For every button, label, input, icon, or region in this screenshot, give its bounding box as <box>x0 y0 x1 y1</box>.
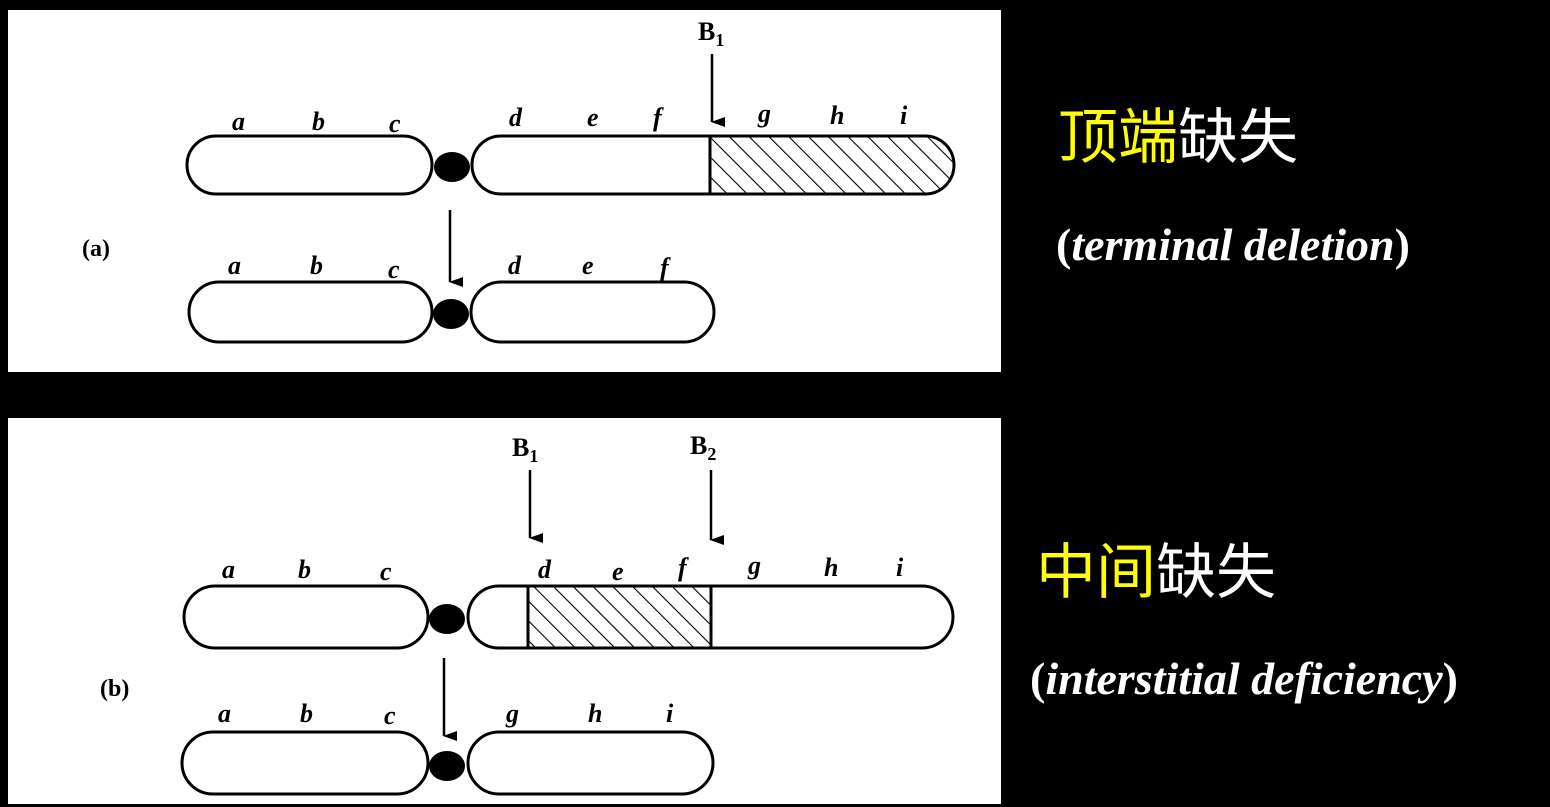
interstitial-title-highlight: 中间 <box>1036 538 1156 608</box>
top-centromere <box>434 152 470 182</box>
gene-label: b <box>298 555 311 584</box>
gene-label: g <box>505 699 519 728</box>
gene-label: e <box>612 557 624 586</box>
top-centromere <box>429 604 465 634</box>
gene-label: h <box>830 101 844 130</box>
break-label-b1: B1 <box>512 433 538 466</box>
gene-label: c <box>389 109 401 138</box>
interstitial-deletion-panel: B1 B2 a b c d e f g h i (b) a b c g h i <box>8 418 1001 804</box>
interstitial-deficiency-english: (interstitial deficiency) <box>1030 653 1458 704</box>
gene-label: g <box>757 99 771 128</box>
interstitial-deletion-title: 中间缺失 <box>1036 543 1276 603</box>
gene-label: a <box>232 107 245 136</box>
gene-label: i <box>896 553 904 582</box>
panel-label: (a) <box>82 236 110 262</box>
terminal-title-highlight: 顶端 <box>1058 103 1178 173</box>
panel-label: (b) <box>100 676 129 702</box>
gene-label: f <box>660 253 671 282</box>
gene-label: d <box>509 103 523 132</box>
gene-label: c <box>384 701 396 730</box>
gene-label: e <box>587 103 599 132</box>
gene-label: d <box>508 251 522 280</box>
gene-label: c <box>380 557 392 586</box>
terminal-title-rest: 缺失 <box>1178 103 1298 173</box>
gene-label: d <box>538 555 552 584</box>
terminal-deletion-english: (terminal deletion) <box>1056 219 1410 270</box>
gene-label: c <box>388 255 400 284</box>
interstitial-deletion-diagram: B1 B2 a b c d e f g h i (b) a b c g h i <box>100 431 955 796</box>
gene-label: g <box>747 551 761 580</box>
terminal-deletion-diagram: B1 a b c d e f g h i (a) a b c d e f <box>82 17 956 344</box>
gene-label: b <box>300 699 313 728</box>
terminal-deletion-title: 顶端缺失 <box>1058 108 1298 168</box>
gene-label: f <box>653 103 664 132</box>
top-left-arm <box>182 584 430 650</box>
gene-label: e <box>582 251 594 280</box>
terminal-deletion-panel: B1 a b c d e f g h i (a) a b c d e f <box>8 10 1001 372</box>
deleted-segment <box>710 136 954 194</box>
bottom-centromere <box>433 299 469 329</box>
gene-label: a <box>228 251 241 280</box>
top-left-arm <box>185 134 434 196</box>
gene-label: b <box>312 107 325 136</box>
gene-label: h <box>588 699 602 728</box>
gene-label: i <box>900 101 908 130</box>
bottom-right-arm <box>469 280 716 344</box>
gene-label: a <box>222 555 235 584</box>
gene-label: a <box>218 699 231 728</box>
deleted-segment <box>528 586 711 648</box>
bottom-right-arm <box>466 730 715 796</box>
break-label-b1: B1 <box>698 17 724 50</box>
top-right-arm <box>470 134 956 196</box>
interstitial-title-rest: 缺失 <box>1156 538 1276 608</box>
gene-label: f <box>678 553 689 582</box>
break-label-b2: B2 <box>690 431 716 464</box>
gene-label: i <box>666 699 674 728</box>
bottom-left-arm <box>187 280 434 344</box>
bottom-left-arm <box>180 730 430 796</box>
bottom-centromere <box>429 751 465 781</box>
gene-label: b <box>310 251 323 280</box>
gene-label: h <box>824 553 838 582</box>
